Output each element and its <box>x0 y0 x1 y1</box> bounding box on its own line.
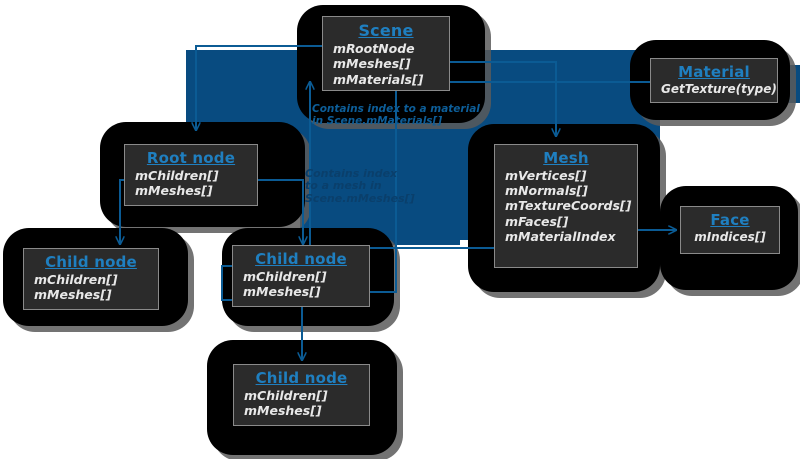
node-child-node-left-title: Child node <box>45 253 137 271</box>
node-child-node-bottom[interactable]: Child node mChildren[] mMeshes[] <box>233 364 370 426</box>
node-mesh-field-mvertices: mVertices[] <box>505 167 587 183</box>
node-child-node-middle-field-mchildren: mChildren[] <box>243 268 327 284</box>
node-root-node-title: Root node <box>146 149 236 167</box>
caption-mesh-index-line1: Contains index <box>305 167 398 180</box>
node-child-node-left-field-mchildren: mChildren[] <box>34 271 118 287</box>
node-scene-field-mmeshes: mMeshes[] <box>333 56 411 72</box>
node-face-field-mindices: mIndices[] <box>694 229 766 244</box>
node-scene-title: Scene <box>358 21 414 40</box>
node-child-node-middle-title: Child node <box>255 250 347 268</box>
node-face-title: Face <box>710 211 750 229</box>
node-child-node-left-field-mmeshes: mMeshes[] <box>34 287 112 302</box>
node-child-node-bottom-field-mchildren: mChildren[] <box>244 387 328 403</box>
node-mesh[interactable]: Mesh mVertices[] mNormals[] mTextureCoor… <box>494 144 638 268</box>
node-child-node-bottom-title: Child node <box>255 369 348 387</box>
node-scene[interactable]: Scene mRootNode mMeshes[] mMaterials[] <box>322 16 450 91</box>
node-material-title: Material <box>678 63 750 81</box>
node-root-node-field-mchildren: mChildren[] <box>135 167 219 183</box>
node-mesh-title: Mesh <box>543 149 589 167</box>
node-material-field-gettexture: GetTexture(type) <box>661 81 777 96</box>
node-mesh-field-mfaces: mFaces[] <box>505 213 569 229</box>
node-scene-field-mmaterials: mMaterials[] <box>333 71 424 87</box>
caption-material-index-note: Contains index to a material in Scene.mM… <box>312 103 492 128</box>
node-child-node-middle[interactable]: Child node mChildren[] mMeshes[] <box>232 245 370 307</box>
node-child-node-bottom-field-mmeshes: mMeshes[] <box>244 403 322 418</box>
caption-mesh-index-line2: to a mesh in <box>305 179 382 193</box>
caption-mesh-index-line3: Scene.mMeshes[] <box>305 191 415 205</box>
node-mesh-field-mnormals: mNormals[] <box>505 183 588 198</box>
node-material[interactable]: Material GetTexture(type) <box>650 58 778 103</box>
node-mesh-field-mmaterialindex: mMaterialIndex <box>505 228 616 244</box>
node-child-node-middle-field-mmeshes: mMeshes[] <box>243 284 321 299</box>
caption-material-index-line2: in Scene.mMaterials[] <box>312 114 443 127</box>
node-scene-field-mrootnode: mRootNode <box>333 41 415 56</box>
node-root-node-field-mmeshes: mMeshes[] <box>135 183 213 198</box>
caption-material-index-line1: Contains index to a material <box>312 103 480 115</box>
node-mesh-field-mtexturecoords: mTextureCoords[] <box>505 198 632 214</box>
caption-mesh-index-note: Contains index to a mesh in Scene.mMeshe… <box>305 167 425 205</box>
node-root-node[interactable]: Root node mChildren[] mMeshes[] <box>124 144 258 206</box>
node-face[interactable]: Face mIndices[] <box>680 206 780 254</box>
node-child-node-left[interactable]: Child node mChildren[] mMeshes[] <box>23 248 159 310</box>
